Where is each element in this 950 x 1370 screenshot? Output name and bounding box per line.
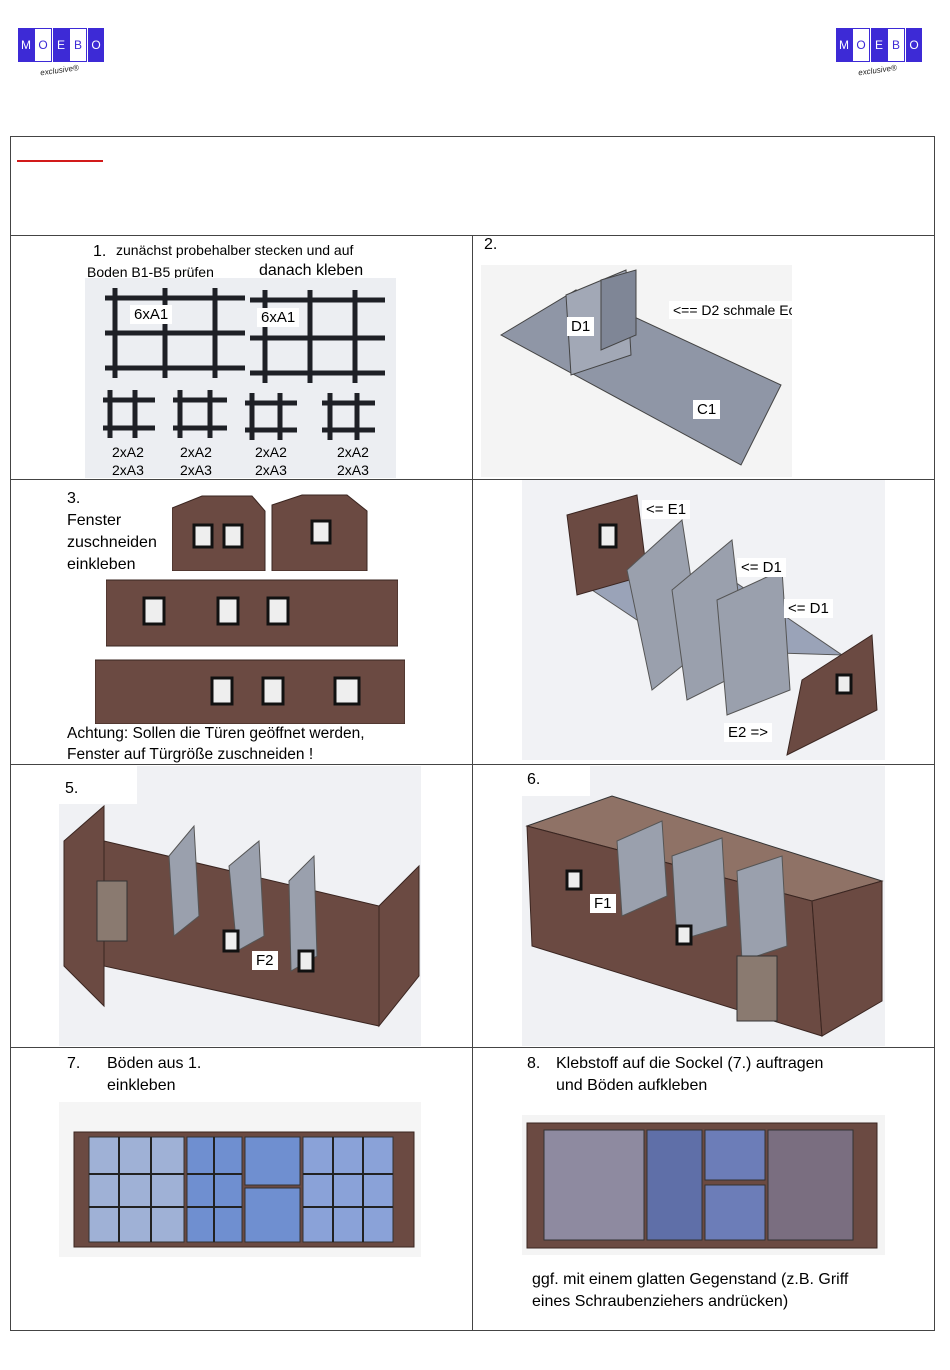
step-2-label-d1: D1 (567, 317, 595, 336)
step-3-note2: Fenster auf Türgröße zuschneiden ! (67, 746, 314, 763)
step-1-label: 6xA1 (130, 305, 173, 324)
step-7-photo (59, 1102, 421, 1257)
step-3-line1: Fenster (67, 512, 122, 529)
logo-letter: E (870, 28, 887, 62)
step-1-label: 2xA3 (255, 462, 287, 478)
step-7-number: 7. (67, 1055, 81, 1072)
step-8-number: 8. (527, 1055, 541, 1072)
step-3-line3: einkleben (67, 556, 136, 573)
step-1-line2a: Boden B1-B5 prüfen (87, 264, 214, 280)
step-5-number-box: 5. (59, 766, 137, 804)
step-4-label-d1b: <= D1 (784, 599, 833, 618)
step-4-label-e1: <= E1 (642, 500, 691, 519)
step-1-label: 6xA1 (257, 308, 300, 327)
logo-letter: M (21, 38, 31, 52)
step-8-line1: Klebstoff auf die Sockel (7.) auftragen (556, 1055, 824, 1072)
step-2-label-d2: <== D2 schmale Ecke (669, 301, 792, 319)
step-7-line1: Böden aus 1. (107, 1055, 202, 1072)
step-1-photo: 6xA1 6xA1 2xA2 2xA3 2xA2 2xA3 2xA2 2xA3 … (85, 278, 396, 478)
logo-letter: B (69, 28, 87, 62)
step-8-photo (522, 1115, 885, 1255)
logo-letter: O (852, 28, 870, 62)
logo-letter: B (887, 28, 905, 62)
step-2-number: 2. (484, 236, 498, 253)
step-7-line2: einkleben (107, 1077, 176, 1094)
moebo-logo-right: M O E B O exclusive® (836, 28, 922, 78)
step-1-label: 2xA3 (337, 462, 369, 478)
assembly-stage-5-illustration (63, 804, 420, 1028)
step-1-line2b: danach kleben (259, 262, 364, 279)
assembly-stage-6-illustration (525, 795, 884, 1037)
step-3-photo-gables (172, 493, 397, 571)
step-3-note1: Achtung: Sollen die Türen geöffnet werde… (67, 725, 365, 742)
side-wall-illustration (95, 659, 405, 724)
step-5-number: 5. (65, 780, 79, 797)
gable-walls-illustration (172, 494, 368, 571)
step-1-label: 2xA2 (337, 444, 369, 460)
step-6-number: 6. (527, 771, 541, 788)
step-1-label: 2xA2 (180, 444, 212, 460)
step-8-line2: und Böden aufkleben (556, 1077, 708, 1094)
step-1-number: 1. (93, 243, 107, 260)
header-red-underline (17, 160, 103, 162)
step-4-label-e2: E2 => (724, 723, 773, 742)
step-3-line2: zuschneiden (67, 534, 157, 551)
step-1-label: 2xA3 (112, 462, 144, 478)
step-1-label: 2xA3 (180, 462, 212, 478)
step-2-label-c1: C1 (693, 400, 721, 419)
base-plate-illustration (499, 269, 782, 466)
logo-tagline: exclusive® (39, 63, 80, 78)
step-8-note1: ggf. mit einem glatten Gegenstand (z.B. … (532, 1271, 849, 1288)
floors-top-view-illustration (73, 1131, 415, 1248)
step-6-photo: 6. F1 (522, 766, 885, 1046)
logo-letter: O (87, 28, 104, 62)
logo-letter: O (905, 28, 922, 62)
side-wall-illustration (106, 579, 398, 647)
step-3-photo-wall-b (95, 656, 405, 724)
step-5-photo: 5. F2 (59, 766, 421, 1046)
logo-letter: M (839, 38, 849, 52)
logo-tagline: exclusive® (857, 63, 898, 78)
step-6-number-box: 6. (522, 766, 590, 796)
step-3-photo-wall-a (106, 576, 398, 648)
step-2-photo: D1 <== D2 schmale Ecke C1 (481, 265, 792, 477)
step-1-label: 2xA2 (112, 444, 144, 460)
step-1-line1: zunächst probehalber stecken und auf (116, 242, 354, 258)
step-4-photo: <= E1 <= D1 <= D1 E2 => (522, 480, 885, 760)
step-3-number: 3. (67, 490, 81, 507)
step-5-label-f2: F2 (252, 951, 278, 970)
step-6-label-f1: F1 (590, 894, 616, 913)
step-4-label-d1a: <= D1 (737, 558, 786, 577)
glued-floors-top-view-illustration (526, 1122, 878, 1249)
moebo-logo-left: M O E B O exclusive® (18, 28, 104, 78)
logo-letter: E (52, 28, 69, 62)
column-divider (472, 235, 473, 1331)
step-1-label: 2xA2 (255, 444, 287, 460)
assembly-stage-4-illustration (566, 494, 878, 756)
step-8-note2: eines Schraubenziehers andrücken) (532, 1293, 789, 1310)
logo-letter: O (34, 28, 52, 62)
grid-parts-illustration (103, 288, 385, 440)
